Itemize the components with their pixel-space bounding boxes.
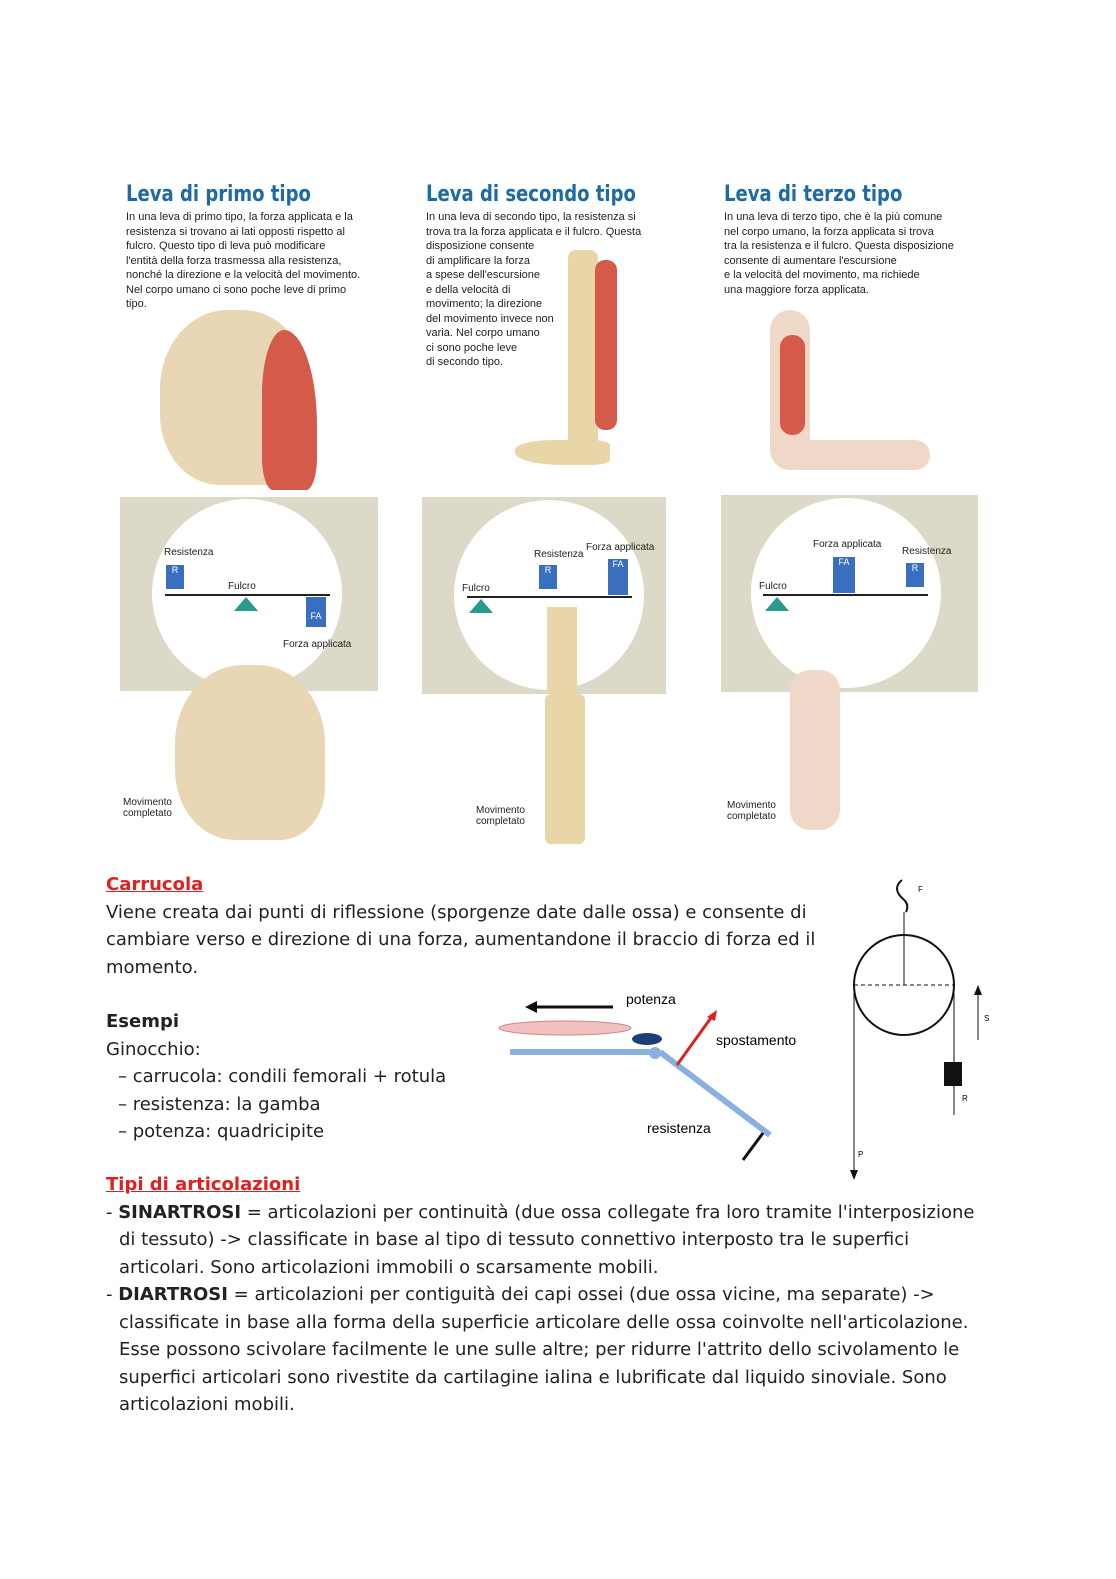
neck-muscle-illustration (262, 330, 317, 490)
carrucola-text: Viene creata dai punti di riflessione (s… (106, 901, 816, 978)
force-arrow-icon: FA (608, 559, 628, 595)
resistance-arrow-icon: R (906, 563, 924, 587)
fulcrum-icon (765, 597, 789, 611)
resistance-arrow-icon: R (539, 565, 557, 589)
force-arrow-icon: FA (833, 557, 855, 593)
lever-bar (165, 594, 330, 596)
list-item: – resistenza: la gamba (118, 1093, 321, 1115)
fulcrum-icon (234, 597, 258, 611)
articolazioni-heading: Tipi di articolazioni (106, 1174, 301, 1195)
lever2-diagram: Resistenza Forza applicata Fulcro R FA (422, 497, 666, 694)
knee-pulley-diagram (498, 1001, 772, 1161)
foot-illustration (515, 440, 610, 465)
resistenza-label: resistenza (647, 1120, 711, 1136)
carrucola-heading: Carrucola (106, 874, 204, 895)
lever3-diagram: Forza applicata Resistenza Fulcro FA R (721, 495, 978, 692)
pulley-diagram (850, 879, 982, 1180)
lever1-title: Leva di primo tipo (126, 182, 311, 207)
lever1-desc: In una leva di primo tipo, la forza appl… (126, 211, 361, 310)
fulcrum-icon (469, 599, 493, 613)
knee-label: Ginocchio: (106, 1038, 201, 1060)
resistance-arrow-icon: R (166, 565, 184, 589)
list-item: – potenza: quadricipite (118, 1121, 325, 1142)
lever2-title: Leva di secondo tipo (426, 182, 636, 207)
skull-completed-illustration (175, 665, 325, 840)
sinartrosi-item: - SINARTROSI = articolazioni per continu… (106, 1201, 975, 1278)
examples-heading: Esempi (106, 1011, 180, 1032)
list-item: – carrucola: condili femorali + rotula (118, 1066, 447, 1087)
arm-completed-illustration (790, 670, 840, 830)
diartrosi-item: - DIARTROSI = articolazioni per contigui… (106, 1284, 969, 1415)
spostamento-label: spostamento (716, 1032, 797, 1048)
lever1-diagram: Resistenza Fulcro Forza applicata R FA (120, 497, 378, 691)
leg-completed-illustration (545, 694, 585, 844)
potenza-label: potenza (626, 991, 676, 1007)
lever2-desc: In una leva di secondo tipo, la resisten… (426, 211, 642, 368)
leg-illustration (568, 250, 598, 450)
lever3-title: Leva di terzo tipo (724, 182, 903, 207)
lever3-desc: In una leva di terzo tipo, che è la più … (724, 211, 954, 296)
force-arrow-icon: FA (306, 597, 326, 627)
